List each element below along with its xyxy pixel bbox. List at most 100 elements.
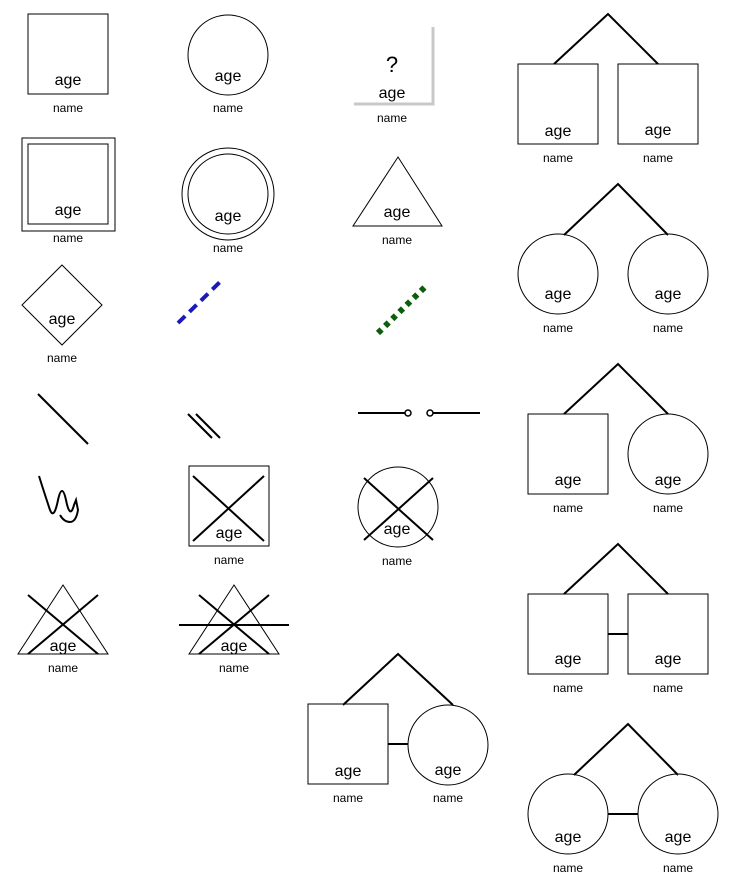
- female-double-circle-symbol: age name: [181, 147, 275, 255]
- diamond-shape: [21, 264, 103, 346]
- age-label: age: [379, 85, 406, 102]
- name-label: name: [543, 151, 573, 165]
- triangle-shape: [352, 156, 443, 227]
- age-label: age: [645, 122, 672, 139]
- inner-square-shape: [27, 143, 109, 225]
- name-label: name: [653, 321, 683, 335]
- age-label: age: [221, 638, 248, 655]
- male-female-linked-twins: age age name name: [307, 652, 489, 805]
- square-shape: [517, 63, 599, 145]
- unknown-mark: ?: [386, 52, 398, 77]
- separation-line: [358, 409, 480, 417]
- name-label: name: [553, 681, 583, 695]
- name-label: name: [553, 861, 583, 875]
- divorce-line-a: [187, 413, 213, 439]
- circle-shape: [527, 773, 609, 855]
- separation-node-left: [404, 409, 412, 417]
- twin-branch-line: [563, 182, 669, 236]
- name-label: name: [47, 351, 77, 365]
- age-label: age: [545, 286, 572, 303]
- name-label: name: [53, 231, 83, 245]
- age-label: age: [555, 829, 582, 846]
- identical-female-twins: age age name name: [527, 722, 719, 875]
- name-label: name: [53, 101, 83, 115]
- separation-node-right: [426, 409, 434, 417]
- circle-shape: [517, 233, 599, 315]
- unknown-symbol: ? age name: [354, 27, 435, 125]
- age-label: age: [216, 525, 243, 542]
- wavy-relation-line: [38, 475, 80, 524]
- outer-circle-shape: [181, 147, 275, 241]
- circle-shape: [407, 704, 489, 786]
- name-label: name: [553, 501, 583, 515]
- age-label: age: [50, 638, 77, 655]
- name-label: name: [333, 791, 363, 805]
- name-label: name: [219, 661, 249, 675]
- name-label: name: [653, 501, 683, 515]
- female-symbol: age name: [187, 14, 269, 115]
- age-label: age: [665, 829, 692, 846]
- male-symbol: age name: [27, 13, 109, 115]
- name-label: name: [377, 111, 407, 125]
- twin-branch-line: [573, 722, 679, 776]
- relationship-line: [37, 393, 89, 445]
- cross-line: [192, 475, 265, 542]
- male-double-square-symbol: age name: [21, 137, 116, 245]
- name-label: name: [663, 861, 693, 875]
- diamond-symbol: age name: [21, 264, 103, 365]
- age-label: age: [384, 204, 411, 221]
- outer-square-shape: [21, 137, 116, 232]
- square-shape: [188, 465, 270, 547]
- name-label: name: [382, 554, 412, 568]
- cross-line: [27, 594, 99, 655]
- name-label: name: [653, 681, 683, 695]
- age-label: age: [655, 286, 682, 303]
- age-label: age: [555, 651, 582, 668]
- triangle-shape: [188, 584, 280, 655]
- twin-branch-line: [563, 362, 669, 415]
- name-label: name: [543, 321, 573, 335]
- twin-branch-line: [342, 652, 454, 706]
- age-label: age: [55, 72, 82, 89]
- divorce-line-b: [195, 413, 221, 439]
- circle-shape: [357, 466, 439, 548]
- age-label: age: [215, 68, 242, 85]
- square-shape: [527, 593, 609, 675]
- blue-dashed-relation-line: [176, 278, 224, 325]
- female-twins: age age name name: [517, 182, 709, 335]
- age-label: age: [435, 762, 462, 779]
- age-label: age: [384, 521, 411, 538]
- name-label: name: [643, 151, 673, 165]
- age-label: age: [55, 202, 82, 219]
- age-label: age: [545, 123, 572, 140]
- twin-branch-line: [553, 12, 659, 65]
- square-shape: [27, 13, 109, 95]
- circle-shape: [187, 14, 269, 96]
- age-label: age: [335, 763, 362, 780]
- terminated-pregnancy-symbol: age name: [179, 584, 289, 675]
- deceased-pregnancy-symbol: age name: [17, 584, 109, 675]
- age-label: age: [215, 208, 242, 225]
- square-shape: [617, 63, 699, 145]
- male-female-twins: age age name name: [527, 362, 709, 515]
- inner-circle-shape: [187, 153, 269, 235]
- square-shape: [627, 593, 709, 675]
- name-label: name: [48, 661, 78, 675]
- name-label: name: [433, 791, 463, 805]
- identical-male-twins: age age name name: [527, 542, 709, 695]
- cross-line: [363, 477, 434, 541]
- square-shape: [307, 703, 389, 785]
- name-label: name: [213, 101, 243, 115]
- age-label: age: [655, 651, 682, 668]
- age-label: age: [555, 472, 582, 489]
- circle-shape: [637, 773, 719, 855]
- name-label: name: [214, 553, 244, 567]
- age-label: age: [49, 311, 76, 328]
- circle-shape: [627, 233, 709, 315]
- circle-shape: [627, 413, 709, 495]
- pregnancy-symbol: age name: [352, 156, 443, 247]
- deceased-female-symbol: age name: [357, 466, 439, 568]
- green-dotted-relation-line: [375, 284, 428, 336]
- twin-branch-line: [563, 542, 669, 595]
